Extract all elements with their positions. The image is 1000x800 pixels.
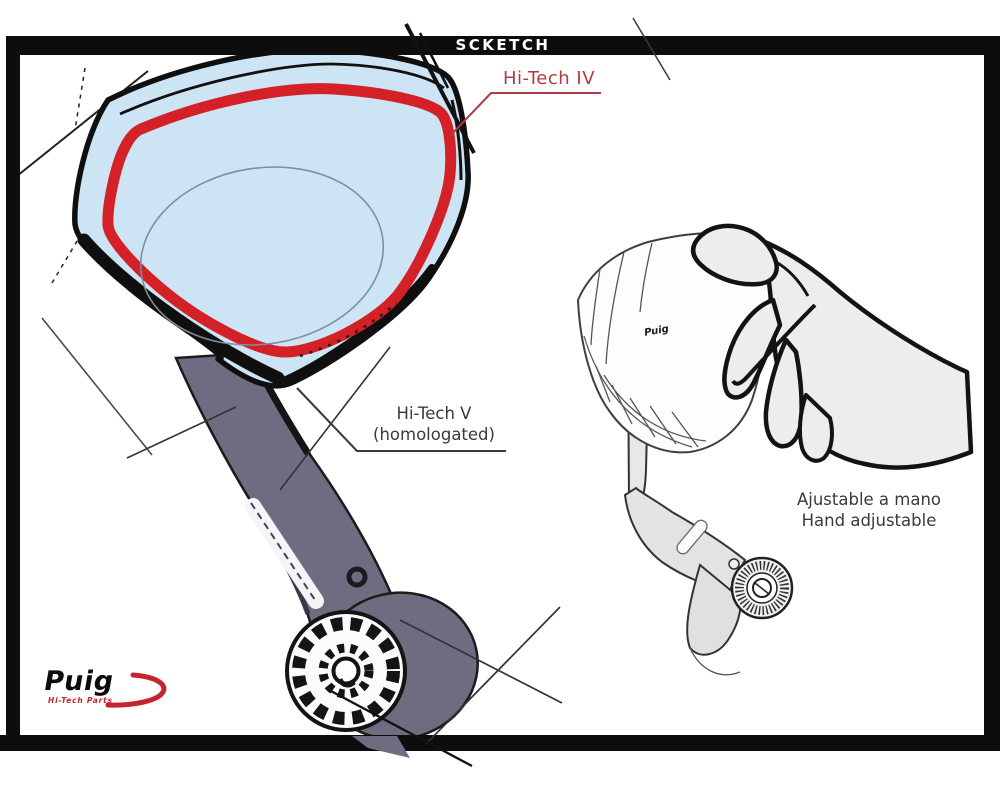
- thumb-line: [731, 303, 817, 386]
- right-mount-knob: [728, 556, 794, 620]
- construction-line: [632, 17, 671, 81]
- stem-body: [174, 351, 404, 636]
- construction-line: [328, 688, 473, 768]
- ring-finger: [763, 337, 804, 449]
- mount-knurl-inner: [318, 643, 374, 699]
- mirror-inner-line-right: [450, 99, 463, 181]
- brand-swoosh: [105, 672, 167, 708]
- leader-lines: [296, 92, 601, 452]
- dotted-sketch-arc: [299, 302, 397, 358]
- over-frame-sketch-lines: [328, 17, 671, 768]
- stem-pivot-detail: [346, 566, 368, 588]
- construction-line-thick: [404, 23, 476, 154]
- leader-hi-tech-v: [296, 387, 506, 452]
- construction-lines-overlay: [126, 346, 391, 491]
- construction-line: [126, 406, 237, 459]
- construction-line: [425, 606, 561, 745]
- adjusting-hand: [690, 223, 974, 470]
- arm-slot: [676, 519, 708, 555]
- arm-tip-wedge: [686, 563, 742, 656]
- page-title: SCKETCH: [455, 36, 551, 54]
- gasket-ring-red: [102, 83, 457, 358]
- construction-line: [279, 346, 391, 491]
- construction-line: [41, 317, 153, 456]
- construction-line: [399, 619, 563, 704]
- frame-top-bar: [6, 36, 1000, 55]
- mount-hub-shadow: [337, 678, 356, 688]
- label-hand-adjustable: Ajustable a mano Hand adjustable: [768, 489, 970, 531]
- left-mirror-head: [72, 46, 471, 389]
- hand-adjust-sketch: Puig: [576, 223, 974, 676]
- label-adjust-line2: Hand adjustable: [801, 511, 937, 530]
- mount-knurl-outer: [292, 617, 400, 725]
- mirror-stem: [174, 351, 404, 636]
- housing-brand-mark: Puig: [643, 324, 669, 339]
- brand-logo-text: Puig: [41, 666, 117, 697]
- label-hi-tech-v-line1: Hi-Tech V: [396, 404, 472, 423]
- frame-right-bar: [984, 36, 1000, 750]
- leader-hi-tech-iv: [449, 92, 601, 137]
- mirror-edge-shadow-lower-left: [77, 233, 285, 385]
- index-finger: [690, 223, 779, 287]
- hub-chord: [754, 582, 770, 595]
- mount-text-ring: [735, 561, 789, 615]
- frame-left-bar: [6, 36, 20, 750]
- label-hi-tech-v: Hi-Tech V (homologated): [353, 403, 515, 445]
- mount-hub: [331, 656, 361, 686]
- construction-line-dashed: [74, 67, 86, 131]
- mirror-inner-line-top: [119, 62, 445, 116]
- left-mount-knob: [285, 591, 479, 741]
- stem-slot-hatching: [250, 502, 318, 604]
- mount-nub: [728, 558, 740, 570]
- label-adjust-line1: Ajustable a mano: [796, 490, 942, 509]
- mirror-edge-shadow-lower-right: [282, 264, 436, 384]
- construction-line: [418, 32, 450, 89]
- label-hi-tech-iv: Hi-Tech IV: [502, 68, 596, 89]
- knuckle-line: [775, 260, 810, 297]
- label-hi-tech-v-line2: (homologated): [373, 425, 495, 444]
- glass-construction-ellipse: [139, 166, 385, 346]
- pinky-finger: [797, 393, 834, 463]
- stem-tip-over-frame: [352, 736, 410, 758]
- page-frame: [0, 36, 1000, 751]
- brand-logo: Puig Hi-Tech Parts: [41, 666, 174, 705]
- sketch-stroke: [689, 647, 741, 676]
- frame-bottom-bar: [0, 735, 1000, 751]
- brand-logo-tagline: Hi-Tech Parts: [48, 696, 113, 705]
- housing-facet-lines: [583, 242, 707, 448]
